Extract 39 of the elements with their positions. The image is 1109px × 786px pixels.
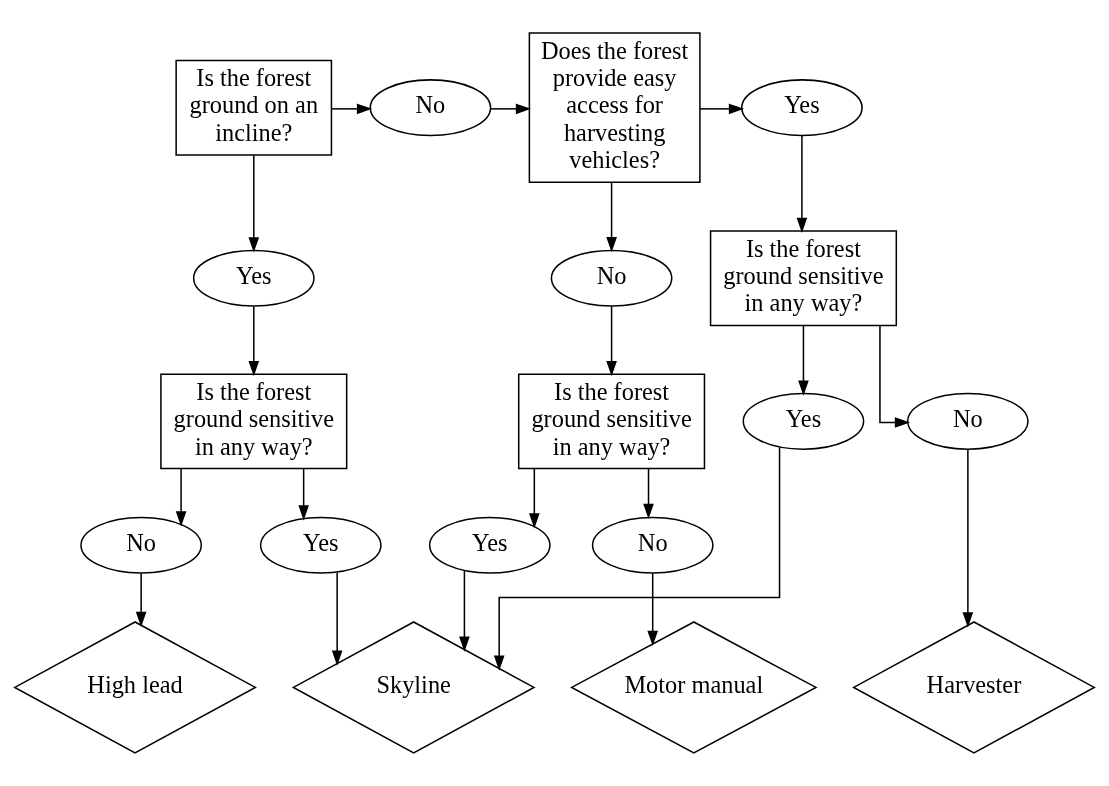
arrow [529, 468, 540, 529]
arrow [643, 468, 654, 519]
arrow [248, 305, 260, 377]
arrow [962, 449, 974, 628]
arrow [298, 468, 309, 521]
node-diamond: High lead [13, 621, 257, 754]
node-ellipse: No [591, 516, 714, 574]
arrow [606, 181, 617, 253]
node-ellipse: Yes [742, 392, 865, 450]
arrow [331, 571, 343, 666]
node-ellipse: Yes [741, 79, 863, 137]
arrow [248, 154, 260, 253]
arrow [699, 103, 745, 115]
node-box: Is the forest ground sensitive in any way? [709, 230, 898, 327]
node-ellipse: No [369, 79, 492, 137]
node-diamond: Skyline [291, 621, 536, 754]
arrow [331, 103, 373, 115]
arrow [175, 468, 187, 527]
node-box: Is the forest ground on an incline? [175, 59, 333, 156]
arrow [459, 569, 470, 652]
node-ellipse: No [906, 392, 1029, 450]
node-diamond: Motor manual [570, 621, 818, 754]
node-box: Is the forest ground sensitive in any way? [160, 373, 348, 470]
node-box: Does the forest provide easy access for harvesting vehicles? [528, 32, 701, 184]
arrow [796, 135, 808, 233]
node-ellipse: Yes [192, 249, 315, 307]
arrow [135, 572, 147, 627]
node-ellipse: Yes [259, 516, 382, 574]
arrow [647, 572, 659, 647]
arrow [490, 103, 532, 115]
node-ellipse: Yes [428, 516, 551, 574]
arrow [879, 324, 911, 428]
node-box: Is the forest ground sensitive in any way? [517, 373, 706, 470]
arrow [798, 324, 809, 396]
node-ellipse: No [550, 249, 673, 307]
node-ellipse: No [80, 516, 203, 574]
arrow [606, 305, 617, 377]
arrow [493, 446, 781, 671]
node-diamond: Harvester [852, 621, 1096, 754]
